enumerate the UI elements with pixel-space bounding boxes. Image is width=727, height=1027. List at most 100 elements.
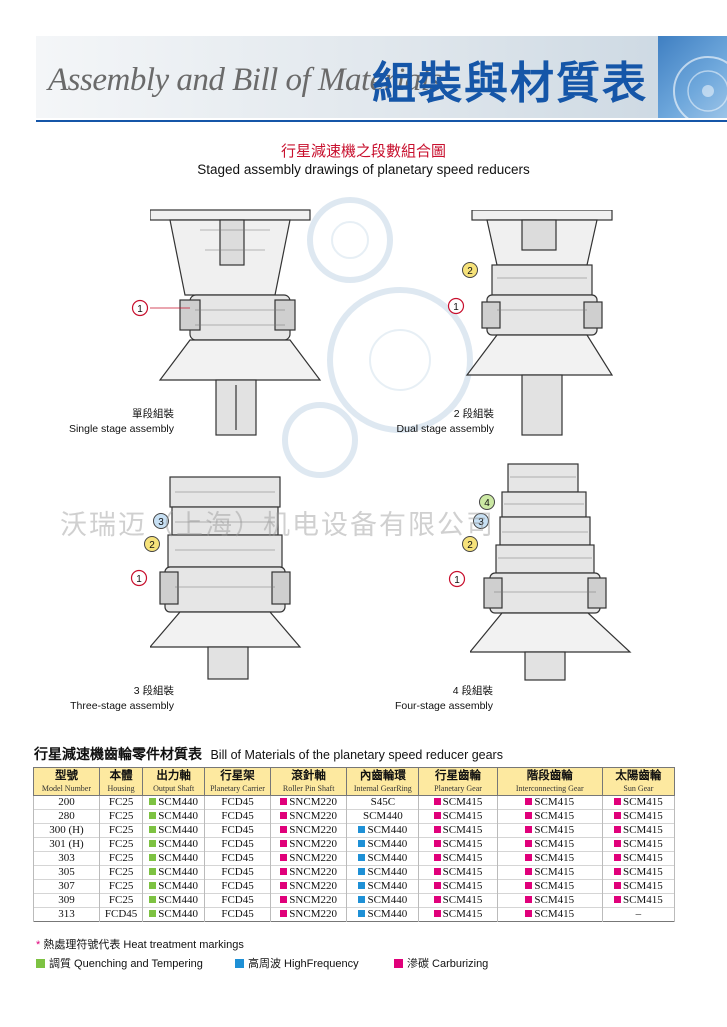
heat-treatment-marker-icon: [358, 826, 366, 833]
table-cell: SCM440: [142, 795, 206, 810]
cell-value: FC25: [108, 866, 134, 878]
marker-2-dual: 2: [462, 262, 478, 278]
table-cell: SCM415: [601, 795, 676, 810]
cell-value: SCM440: [158, 810, 199, 822]
table-cell: 280: [33, 809, 100, 824]
background-gears-illustration: [282, 197, 473, 478]
marker-2-four: 2: [462, 536, 478, 552]
three-stage-drawing: [150, 476, 302, 680]
cell-value: SCM415: [442, 880, 483, 892]
heat-treatment-marker-icon: [614, 854, 622, 861]
cell-value: SCM415: [623, 866, 663, 878]
table-cell: FC25: [98, 893, 144, 908]
cell-value: 280: [58, 810, 75, 822]
cell-value: 313: [58, 908, 75, 920]
cell-value: 303: [58, 852, 75, 864]
table-cell: SCM415: [418, 823, 498, 838]
heat-treatment-marker-icon: [358, 854, 366, 861]
caption-single: 單段組裝 Single stage assembly: [60, 407, 174, 437]
table-cell: FCD45: [204, 795, 272, 810]
table-cell: FC25: [98, 865, 144, 880]
legend-label: 調質 Quenching and Tempering: [49, 958, 203, 970]
table-cell: SCM415: [418, 809, 498, 824]
blue-square-icon: [235, 959, 244, 968]
cell-value: SCM415: [534, 866, 575, 878]
heat-treatment-marker-icon: [280, 868, 288, 875]
table-cell: S45C: [346, 795, 420, 810]
heat-treatment-marker-icon: [433, 826, 441, 833]
table-cell: SCM440: [346, 823, 420, 838]
heat-treatment-marker-icon: [433, 798, 441, 805]
cell-value: SCM415: [442, 824, 483, 836]
cell-value: FC25: [108, 810, 134, 822]
cell-value: SCM415: [534, 894, 575, 906]
cell-value: SCM415: [623, 894, 663, 906]
table-cell: SCM415: [496, 907, 603, 922]
table-cell: FCD45: [204, 809, 272, 824]
heat-treatment-marker-icon: [280, 840, 288, 847]
table-cell: SNCM220: [270, 837, 348, 852]
table-cell: FC25: [98, 837, 144, 852]
marker-label: 3: [478, 517, 484, 528]
legend-star: *: [36, 939, 41, 951]
legend-title: * 熱處理符號代表 Heat treatment markings: [36, 936, 244, 952]
legend-label: 滲碳 Carburizing: [407, 958, 489, 970]
heat-treatment-marker-icon: [614, 868, 622, 875]
cell-value: SCM415: [534, 810, 575, 822]
cell-value: SCM440: [158, 852, 199, 864]
cell-value: 301 (H): [49, 838, 84, 850]
cell-value: SCM415: [442, 894, 483, 906]
table-cell: SCM440: [346, 837, 420, 852]
cell-value: FCD45: [221, 866, 254, 878]
cell-value: SCM440: [367, 880, 408, 892]
caption-four-en: Four-stage assembly: [394, 700, 493, 712]
marker-3-four: 3: [473, 513, 489, 529]
table-cell: SCM415: [601, 809, 676, 824]
table-cell: SCM415: [496, 795, 603, 810]
cell-value: SCM440: [158, 824, 199, 836]
table-cell: SNCM220: [270, 865, 348, 880]
table-cell: FC25: [98, 809, 144, 824]
table-cell: FC25: [98, 851, 144, 866]
heat-treatment-marker-icon: [280, 896, 288, 903]
cell-value: 305: [58, 866, 75, 878]
cell-value: SCM440: [367, 852, 408, 864]
cell-value: SCM415: [534, 838, 575, 850]
cell-value: SCM440: [367, 824, 408, 836]
heat-treatment-marker-icon: [433, 896, 441, 903]
table-cell: SCM415: [496, 851, 603, 866]
table-cell: SCM440: [346, 851, 420, 866]
table-cell: SCM440: [142, 879, 206, 894]
green-square-icon: [36, 959, 45, 968]
table-cell: 303: [33, 851, 100, 866]
table-cell: SNCM220: [270, 795, 348, 810]
table-cell: SCM415: [601, 837, 676, 852]
marker-label: 1: [454, 575, 460, 586]
cell-value: SCM415: [623, 880, 663, 892]
cell-value: FCD45: [221, 838, 254, 850]
table-cell: FCD45: [98, 907, 144, 922]
marker-1-four: 1: [448, 570, 466, 588]
cell-value: SCM415: [623, 824, 663, 836]
table-cell: –: [601, 907, 676, 922]
marker-2-three: 2: [144, 536, 160, 552]
bom-title-zh: 行星減速機齒輪零件材質表: [34, 746, 202, 762]
marker-label: 1: [453, 302, 459, 313]
table-cell: SCM415: [418, 865, 498, 880]
caption-single-zh: 單段組裝: [132, 408, 174, 420]
cell-value: SCM415: [623, 838, 663, 850]
heat-treatment-marker-icon: [433, 910, 441, 917]
cell-value: SNCM220: [289, 894, 337, 906]
cell-value: FC25: [108, 796, 134, 808]
table-cell: SCM415: [601, 893, 676, 908]
